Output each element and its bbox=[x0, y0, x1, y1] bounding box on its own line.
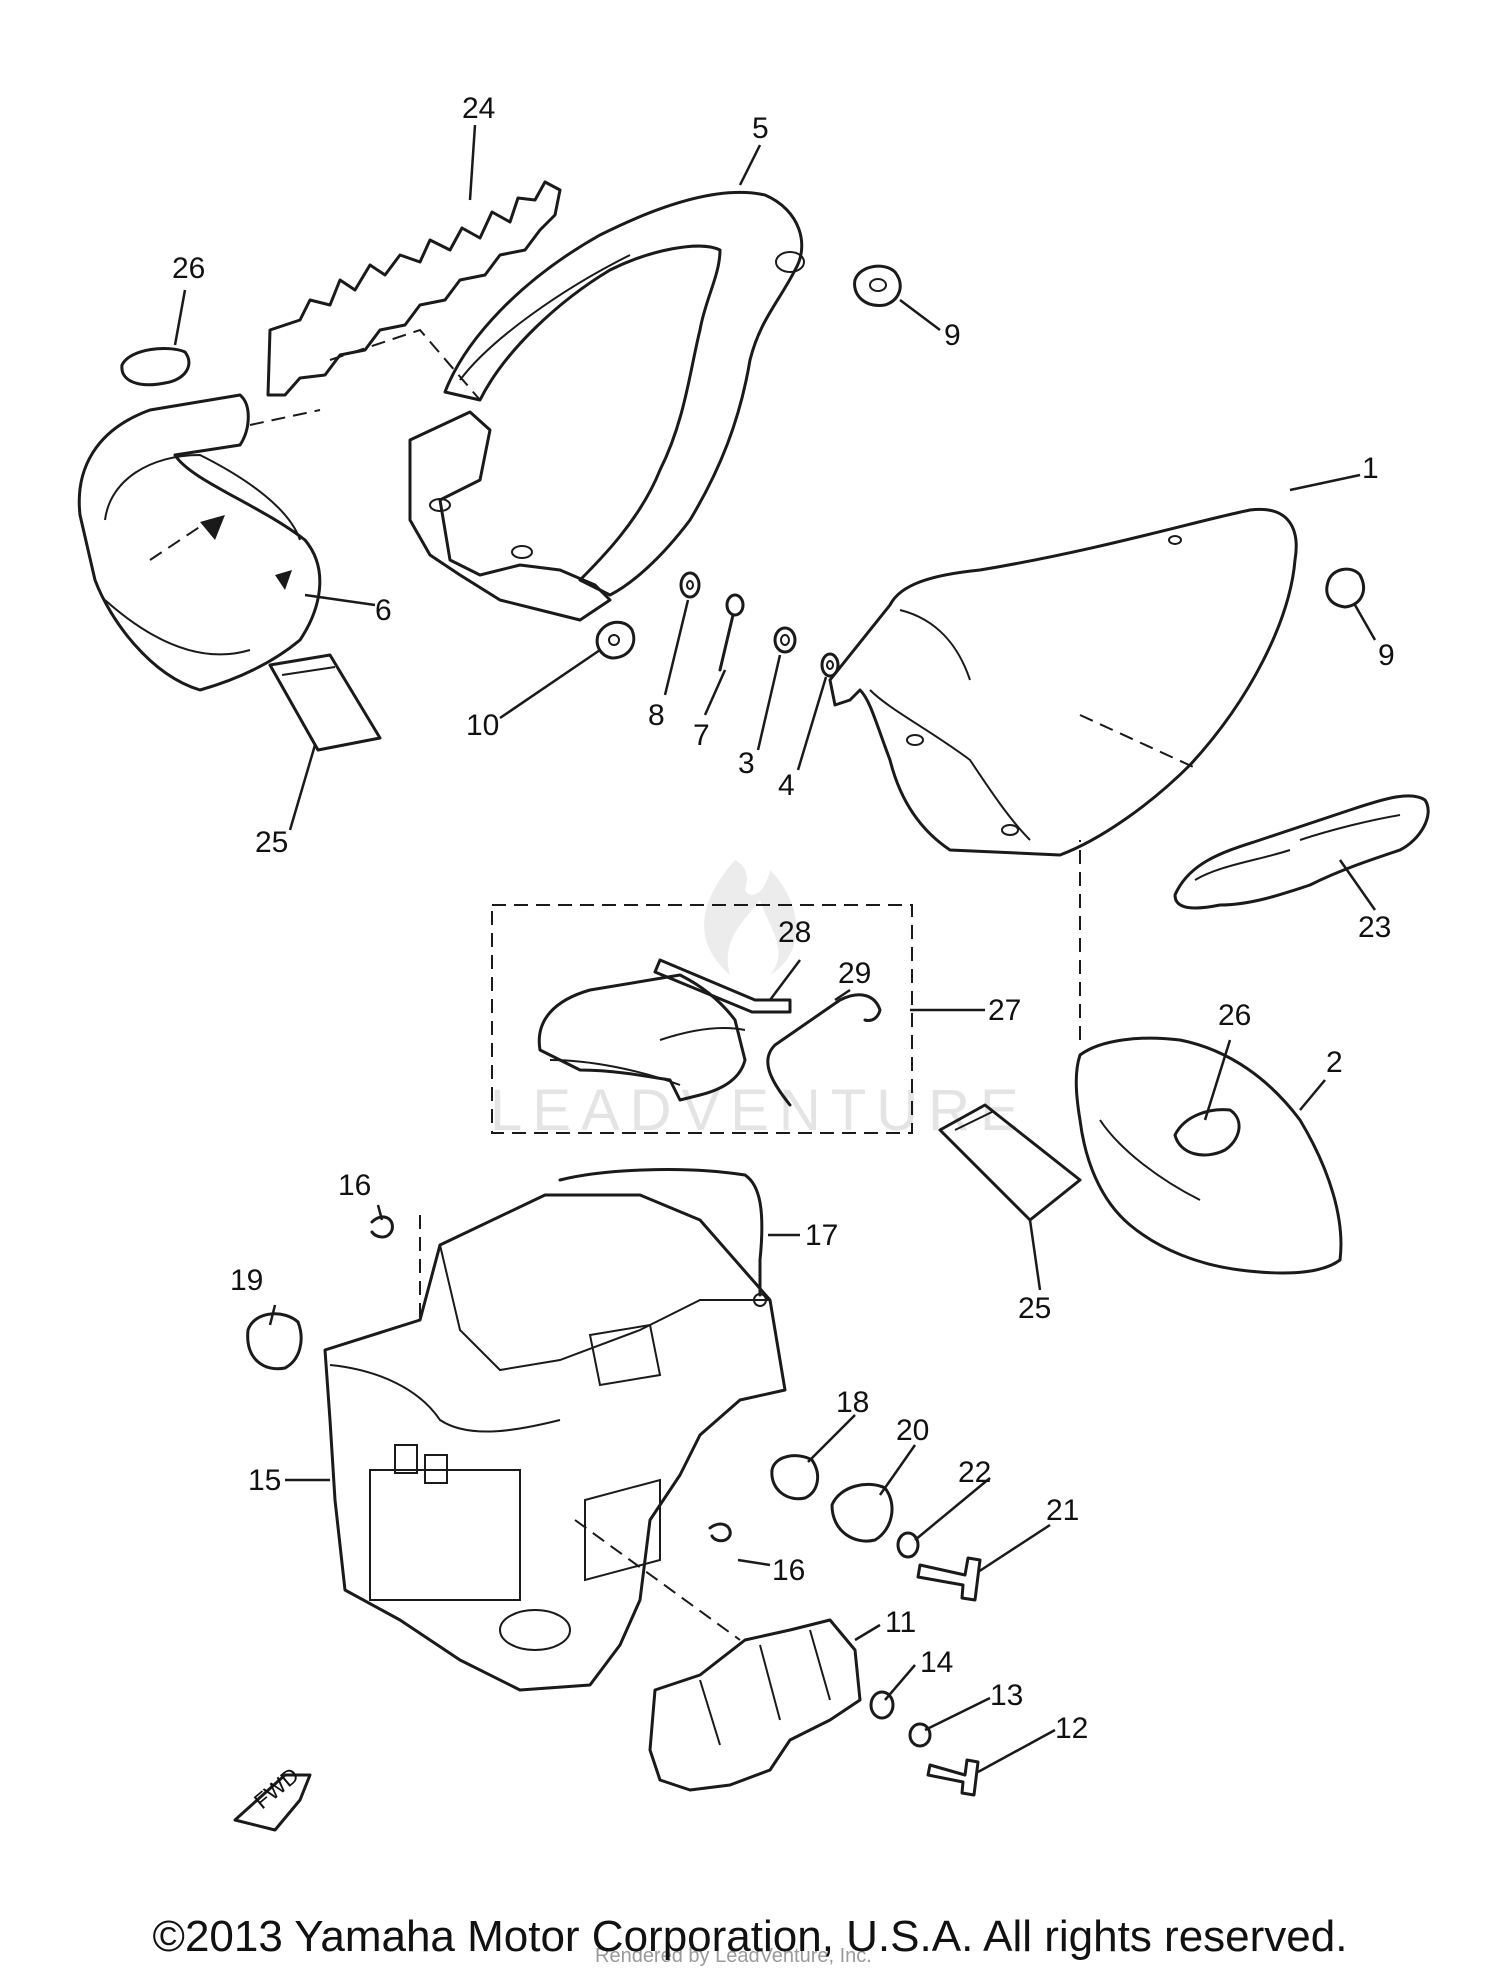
callout-6: 6 bbox=[375, 594, 392, 627]
callout-23: 23 bbox=[1358, 911, 1391, 944]
callout-25-right: 25 bbox=[1018, 1292, 1051, 1325]
callout-18: 18 bbox=[836, 1386, 869, 1419]
part-16-clip-bottom bbox=[708, 1522, 732, 1543]
part-6-left-cover bbox=[77, 393, 322, 692]
part-22-washer bbox=[896, 1531, 920, 1559]
callout-29: 29 bbox=[838, 957, 871, 990]
callout-4: 4 bbox=[778, 769, 795, 802]
part-25-pad-left bbox=[268, 653, 382, 752]
callout-21: 21 bbox=[1046, 1494, 1079, 1527]
callout-3: 3 bbox=[738, 747, 755, 780]
callout-27: 27 bbox=[988, 994, 1021, 1027]
part-2-lower-cover bbox=[1074, 1036, 1343, 1275]
part-23-script-emblem bbox=[1173, 794, 1430, 910]
part-11-bracket bbox=[648, 1618, 862, 1792]
hardware-washers bbox=[679, 571, 840, 678]
callout-11: 11 bbox=[885, 1606, 916, 1639]
callout-9-right: 9 bbox=[1378, 639, 1395, 672]
part-25-pad-right bbox=[938, 1103, 1082, 1222]
callout-8: 8 bbox=[648, 699, 665, 732]
callout-10: 10 bbox=[466, 709, 499, 742]
part-16-clip-top bbox=[370, 1215, 394, 1239]
part-5-frame-cover bbox=[408, 190, 805, 622]
part-17-rod bbox=[558, 1168, 767, 1307]
part-14-washer bbox=[869, 1690, 895, 1720]
footer-small-text: Rendered by LeadVenture, Inc. bbox=[595, 1945, 872, 1967]
callout-16-bottom: 16 bbox=[772, 1554, 805, 1587]
part-10-grommet bbox=[595, 620, 636, 660]
callout-5: 5 bbox=[752, 112, 769, 145]
callout-9-top: 9 bbox=[944, 319, 961, 352]
callout-7: 7 bbox=[693, 719, 710, 752]
callout-19: 19 bbox=[230, 1264, 263, 1297]
callout-17: 17 bbox=[805, 1219, 838, 1252]
callout-24: 24 bbox=[462, 92, 495, 125]
part-19-rubber bbox=[246, 1312, 303, 1371]
part-27-kit-box bbox=[491, 904, 913, 1134]
callout-16-top: 16 bbox=[338, 1169, 371, 1202]
copyright-notice: ©2013 Yamaha Motor Corporation, U.S.A. A… bbox=[152, 1912, 1348, 1961]
callout-2: 2 bbox=[1326, 1046, 1343, 1079]
part-12-bolt bbox=[926, 1758, 980, 1797]
part-13-washer bbox=[908, 1722, 932, 1748]
callout-26-right: 26 bbox=[1218, 999, 1251, 1032]
part-26-badge-right bbox=[1173, 1108, 1241, 1157]
callout-26-left: 26 bbox=[172, 252, 205, 285]
leader-lines bbox=[149, 124, 1377, 1774]
callout-20: 20 bbox=[896, 1414, 929, 1447]
part-21-bolt bbox=[916, 1556, 982, 1602]
callout-14: 14 bbox=[920, 1646, 953, 1679]
part-26-badge-left bbox=[120, 346, 191, 387]
part-9-grommet-right bbox=[1325, 567, 1365, 609]
callout-22: 22 bbox=[958, 1456, 991, 1489]
part-24-emblem bbox=[266, 180, 562, 397]
callout-15: 15 bbox=[248, 1464, 281, 1497]
callout-labels: 24 5 9 26 1 6 9 10 8 7 3 4 25 23 28 29 2… bbox=[172, 92, 1395, 1745]
callout-28: 28 bbox=[778, 916, 811, 949]
part-1-right-cover bbox=[828, 507, 1298, 857]
part-18-damper bbox=[770, 1454, 820, 1501]
part-20-collar bbox=[830, 1482, 894, 1543]
part-15-battery-box bbox=[323, 1193, 787, 1692]
fwd-arrow: FWD bbox=[233, 1762, 312, 1832]
callout-13: 13 bbox=[990, 1679, 1023, 1712]
callout-12: 12 bbox=[1055, 1712, 1088, 1745]
callout-25-left: 25 bbox=[255, 826, 288, 859]
part-9-grommet-top bbox=[853, 264, 902, 307]
callout-1: 1 bbox=[1362, 452, 1379, 485]
